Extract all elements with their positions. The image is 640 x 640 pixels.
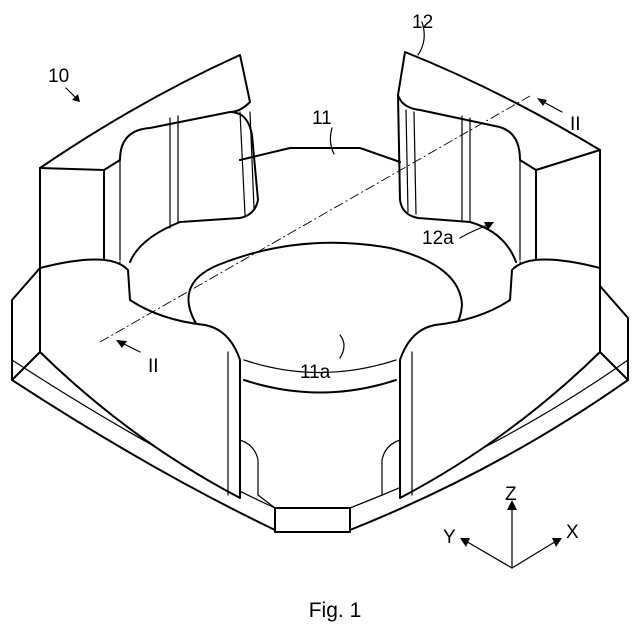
label-section-right: II [570,114,581,135]
wall-front-left [40,259,258,498]
label-wall: 12 [412,12,433,33]
wall-front-right [382,259,600,498]
axis-y-label: Y [443,527,456,548]
axis-x-label: X [566,522,579,543]
label-base-hole: 11a [300,362,331,383]
front-gap [258,495,382,508]
label-wall-face: 12a [422,228,454,249]
label-assembly: 10 [48,66,69,87]
label-base: 11 [312,108,332,129]
figure-caption: Fig. 1 [309,599,362,622]
wall-back-left [40,55,258,268]
axis-z-label: Z [505,484,517,505]
label-section-left: II [148,356,159,377]
coordinate-axes [460,500,562,568]
